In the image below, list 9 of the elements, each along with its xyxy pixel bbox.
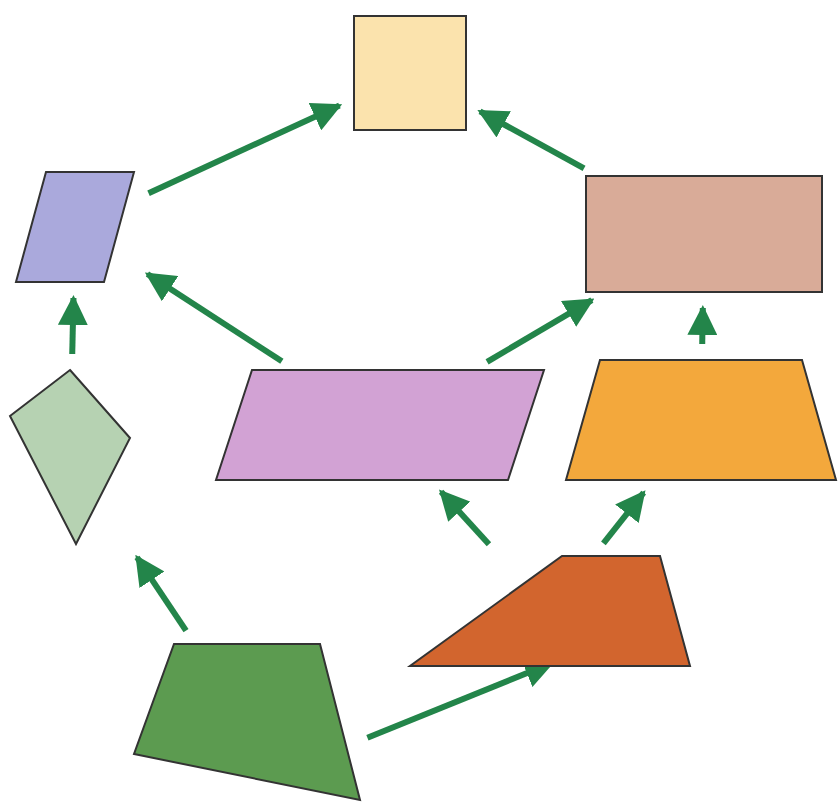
arrow (485, 297, 595, 365)
arrow (57, 295, 88, 355)
arrow (147, 102, 343, 196)
arrow (601, 490, 646, 546)
arrow (477, 108, 586, 171)
arrow (687, 305, 718, 345)
arrow (134, 554, 189, 633)
arrow (438, 489, 492, 547)
arrow (144, 271, 284, 364)
